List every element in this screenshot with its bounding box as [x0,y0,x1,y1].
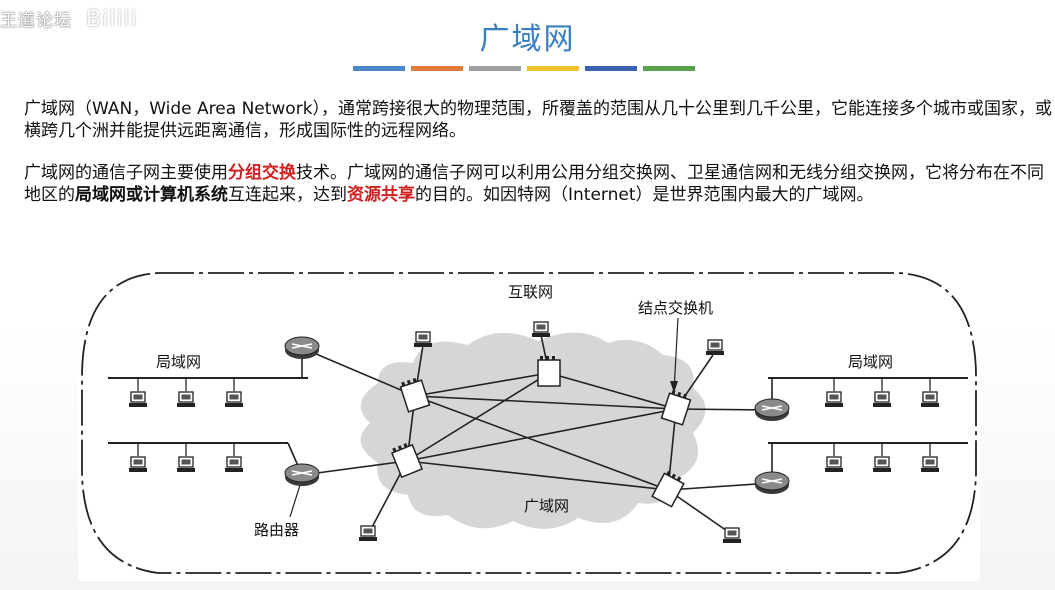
color-segment [411,66,463,71]
watermark: 王道论坛 Bilili [0,6,138,32]
highlight-resource-sharing: 资源共享 [347,185,415,205]
wan-diagram: 互联网 结点交换机 局域网 局域网 广域网 路由器 [78,263,980,581]
wan-cloud [360,332,706,529]
color-segment [353,66,405,71]
color-segment [585,66,637,71]
label-lan-right: 局域网 [848,353,893,371]
watermark-text: 王道论坛 [0,11,72,31]
label-lan-left: 局域网 [156,353,201,371]
color-segment [469,66,521,71]
label-router: 路由器 [254,521,299,539]
label-internet: 互联网 [508,283,553,301]
highlight-packet-switching: 分组交换 [228,163,296,183]
label-wan: 广域网 [524,497,569,515]
paragraph-definition: 广域网（WAN，Wide Area Network），通常跨接很大的物理范围，所… [24,99,1053,141]
page-title: 广域网 [479,22,576,57]
paragraph-subnet: 广域网的通信子网主要使用分组交换技术。广域网的通信子网可以利用公用分组交换网、卫… [24,163,1044,205]
title-color-bar [353,66,695,71]
label-node-switch: 结点交换机 [638,299,713,317]
bilibili-logo: Bilili [86,7,138,32]
internet-boundary [81,272,977,574]
highlight-lan-or-computer: 局域网或计算机系统 [75,185,228,205]
color-segment [643,66,695,71]
color-segment [527,66,579,71]
